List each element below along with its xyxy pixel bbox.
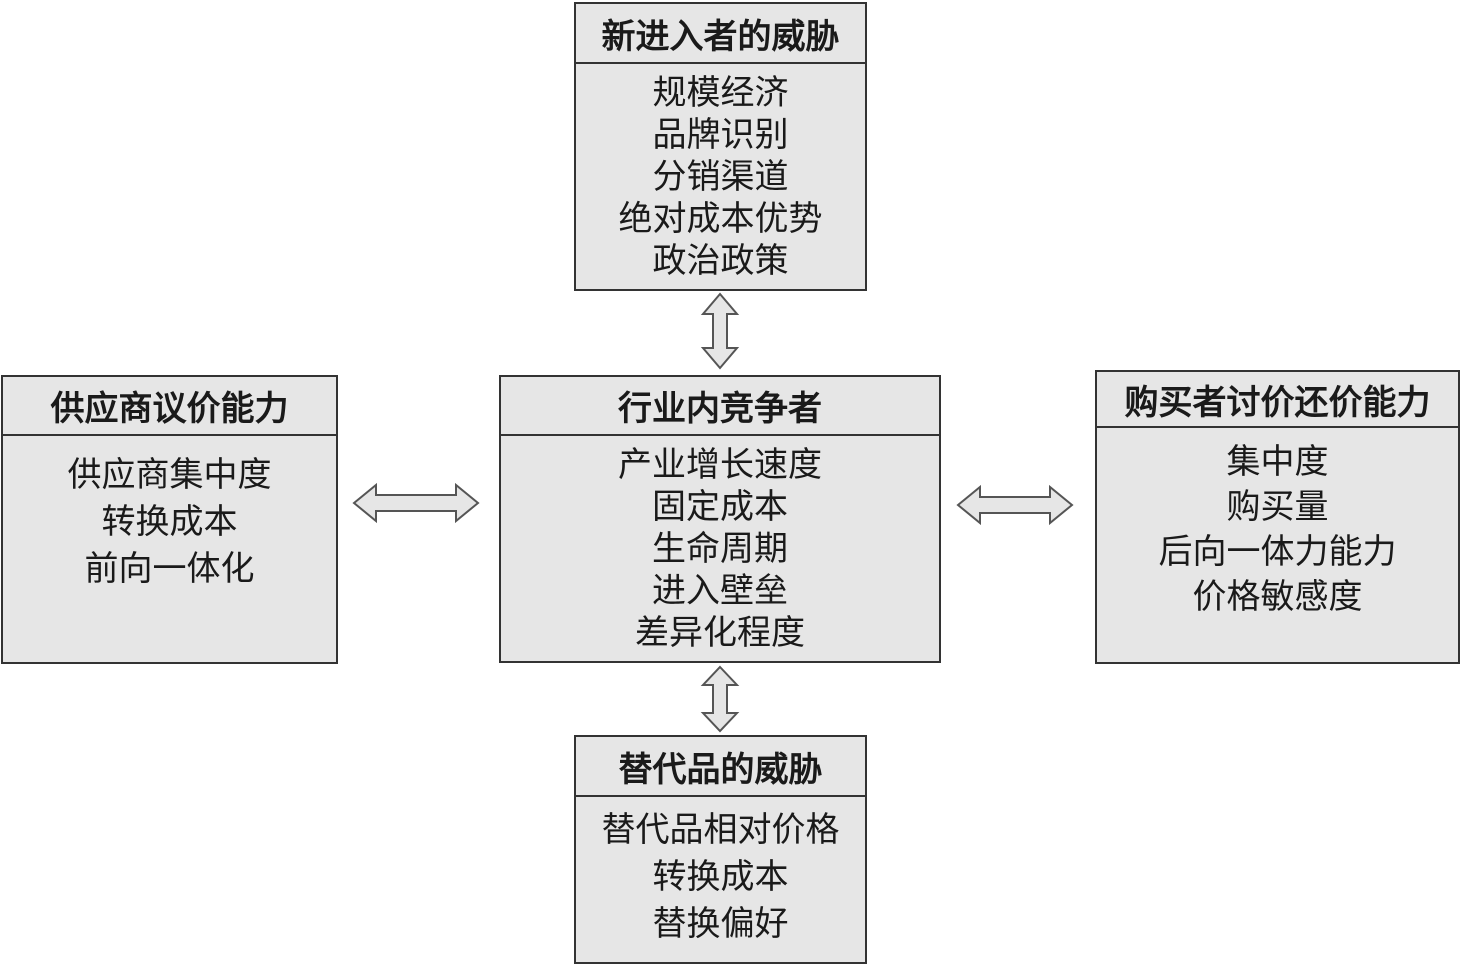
new-entrants-items: 规模经济 品牌识别 分销渠道 绝对成本优势 政治政策	[576, 64, 865, 282]
substitutes-item: 替换偏好	[652, 904, 789, 944]
buyer-power-item: 购买量	[1226, 487, 1329, 527]
substitutes-title: 替代品的威胁	[576, 737, 865, 797]
arrow-rivals-substitutes	[700, 665, 740, 733]
industry-rivals-box: 行业内竞争者 产业增长速度 固定成本 生命周期 进入壁垒 差异化程度	[499, 375, 941, 663]
buyer-power-item: 后向一体力能力	[1158, 532, 1397, 572]
new-entrants-title: 新进入者的威胁	[576, 4, 865, 64]
supplier-power-title: 供应商议价能力	[3, 377, 336, 436]
new-entrants-item: 分销渠道	[652, 157, 789, 197]
supplier-power-items: 供应商集中度 转换成本 前向一体化	[3, 436, 336, 593]
arrow-suppliers-rivals	[352, 482, 480, 524]
supplier-power-box: 供应商议价能力 供应商集中度 转换成本 前向一体化	[1, 375, 338, 664]
buyer-power-items: 集中度 购买量 后向一体力能力 价格敏感度	[1097, 428, 1458, 620]
new-entrants-item: 品牌识别	[652, 115, 789, 155]
buyer-power-item: 价格敏感度	[1192, 577, 1363, 617]
buyer-power-item: 集中度	[1226, 442, 1329, 482]
buyer-power-box: 购买者讨价还价能力 集中度 购买量 后向一体力能力 价格敏感度	[1095, 370, 1460, 664]
arrow-rivals-buyers	[956, 484, 1074, 526]
new-entrants-item: 政治政策	[652, 241, 789, 281]
arrow-entrants-rivals	[700, 292, 740, 370]
industry-rivals-item: 进入壁垒	[652, 571, 788, 611]
industry-rivals-item: 差异化程度	[635, 613, 805, 653]
substitutes-item: 替代品相对价格	[601, 810, 840, 850]
industry-rivals-title: 行业内竞争者	[501, 377, 939, 436]
supplier-power-item: 转换成本	[101, 502, 238, 542]
substitutes-item: 转换成本	[652, 857, 789, 897]
new-entrants-box: 新进入者的威胁 规模经济 品牌识别 分销渠道 绝对成本优势 政治政策	[574, 2, 867, 291]
substitutes-items: 替代品相对价格 转换成本 替换偏好	[576, 797, 865, 948]
supplier-power-item: 前向一体化	[84, 549, 255, 589]
industry-rivals-item: 产业增长速度	[618, 445, 822, 485]
buyer-power-title: 购买者讨价还价能力	[1097, 372, 1458, 428]
industry-rivals-items: 产业增长速度 固定成本 生命周期 进入壁垒 差异化程度	[501, 436, 939, 654]
substitutes-box: 替代品的威胁 替代品相对价格 转换成本 替换偏好	[574, 735, 867, 964]
new-entrants-item: 绝对成本优势	[618, 199, 823, 239]
new-entrants-item: 规模经济	[652, 73, 789, 113]
industry-rivals-item: 生命周期	[652, 529, 788, 569]
industry-rivals-item: 固定成本	[652, 487, 788, 527]
supplier-power-item: 供应商集中度	[67, 455, 272, 495]
